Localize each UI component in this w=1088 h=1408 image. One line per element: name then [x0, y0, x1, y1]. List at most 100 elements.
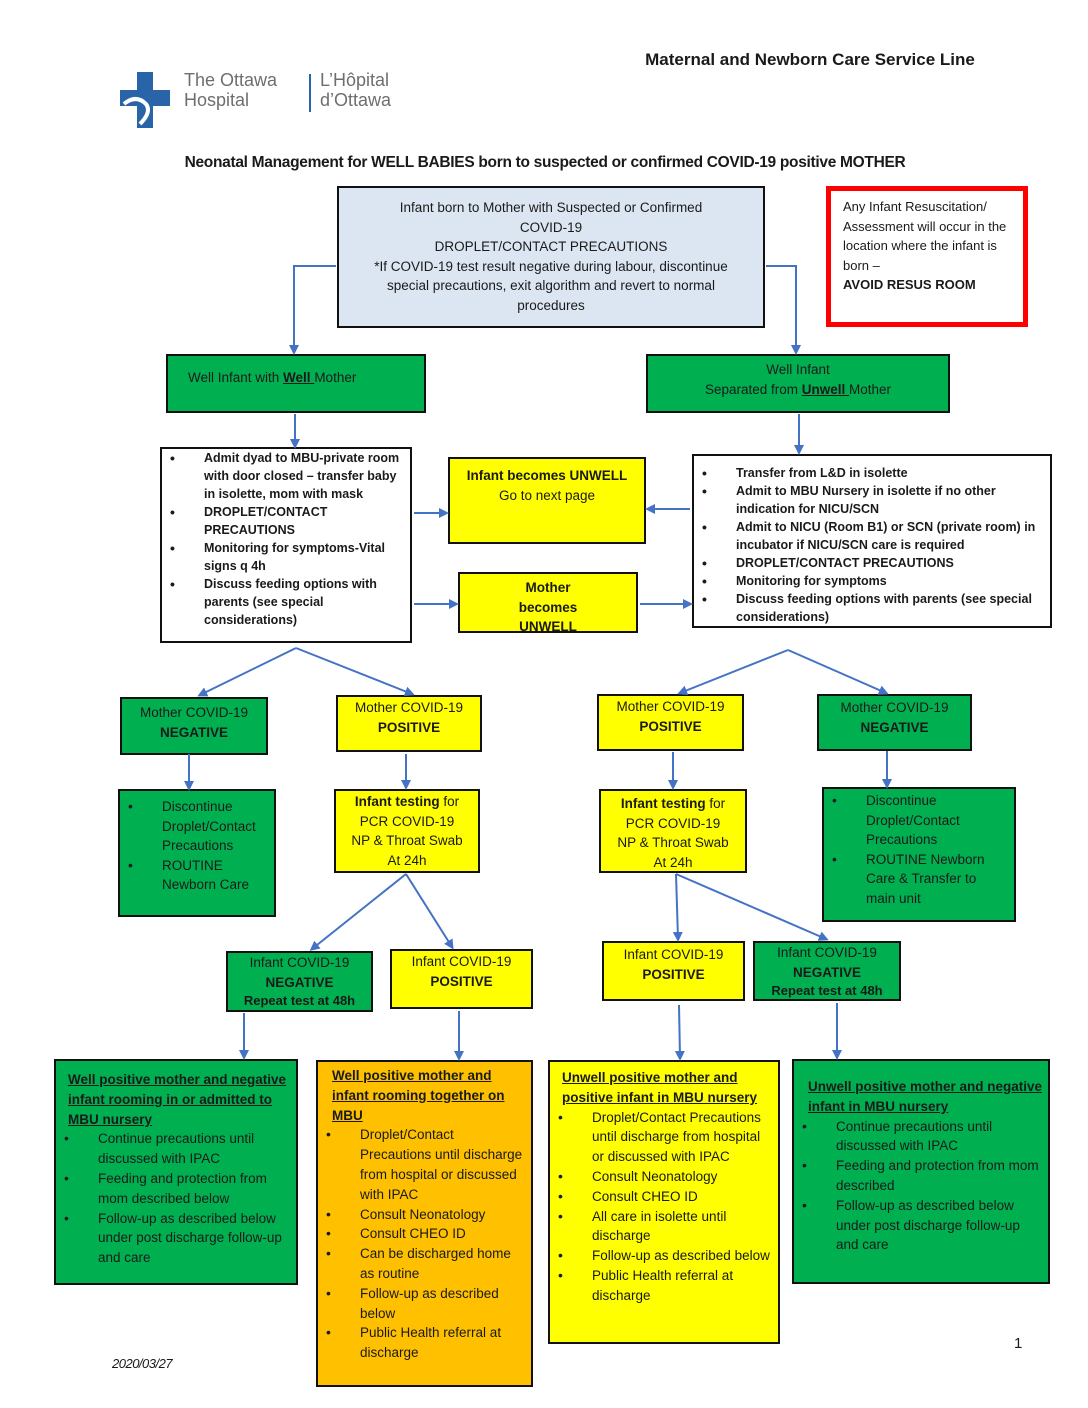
service-line-title: Maternal and Newborn Care Service Line	[645, 50, 975, 69]
infant-unwell-box: Infant becomes UNWELL Go to next page	[448, 457, 646, 544]
result-label: Mother COVID-19	[354, 700, 464, 715]
outcome-title: Well positive mother and negative infant…	[68, 1072, 287, 1127]
testing-line: PCR COVID-19	[359, 813, 455, 829]
repeat-test: Repeat test at 48h	[243, 993, 356, 1008]
left-negative-care-box: Discontinue Droplet/Contact Precautions …	[118, 789, 276, 917]
outcome-title: Unwell positive mother and negative infa…	[808, 1079, 1043, 1114]
resus-alert-box: Any Infant Resuscitation/ Assessment wil…	[826, 186, 1028, 327]
result-label: Infant COVID-19	[777, 945, 877, 960]
resus-alert-emphasis: AVOID RESUS ROOM	[843, 277, 976, 292]
testing-line: NP & Throat Swab	[617, 835, 729, 850]
result-label: Mother COVID-19	[139, 705, 249, 720]
unwell-mother-line1: Well Infant	[766, 362, 830, 377]
infant-unwell-next-page: Go to next page	[498, 487, 596, 503]
infant-unwell-title: Infant becomes UNWELL	[466, 468, 628, 483]
unwell-mother-action: Admit to MBU Nursery in isolette if no o…	[694, 482, 1042, 518]
arrow-start-to-unwell-mother	[766, 265, 801, 355]
resus-alert-text: Any Infant Resuscitation/ Assessment wil…	[843, 199, 1007, 273]
arrow-right-testing-to-infant-neg	[675, 873, 829, 941]
right-infant-negative-box: Infant COVID-19 NEGATIVE Repeat test at …	[753, 941, 901, 1001]
result-label: Infant COVID-19	[249, 955, 350, 970]
unwell-mother-actions: Transfer from L&D in isolette Admit to M…	[692, 454, 1052, 628]
testing-rest: for	[705, 796, 726, 811]
outcome-item: Consult Neonatology	[318, 1205, 527, 1225]
document-date: 2020/03/27	[112, 1356, 173, 1371]
unwell-mother-prefix: Separated from	[704, 381, 802, 397]
outcome-item: Continue precautions until discussed wit…	[794, 1117, 1044, 1157]
outcome-box-4: Unwell positive mother and negative infa…	[792, 1059, 1050, 1284]
arrow-infant-pos-to-outcome-3	[674, 1004, 685, 1061]
testing-rest: for	[439, 794, 460, 809]
arrow-right-testing-to-infant-pos	[672, 873, 683, 942]
result-label: Infant COVID-19	[623, 947, 724, 962]
page-title: Neonatal Management for WELL BABIES born…	[184, 154, 906, 171]
result-value: NEGATIVE	[792, 964, 861, 980]
right-infant-testing-box: Infant testing for PCR COVID-19 NP & Thr…	[599, 789, 747, 873]
logo-fr-line2: d’Ottawa	[320, 90, 392, 110]
left-mother-negative-box: Mother COVID-19 NEGATIVE	[120, 697, 268, 755]
logo-divider	[309, 74, 311, 112]
unwell-mother-action: Monitoring for symptoms	[694, 572, 1042, 590]
testing-line: At 24h	[653, 854, 693, 870]
outcome-item: Follow-up as described below under post …	[794, 1196, 1044, 1255]
arrow-right-split-negative	[787, 649, 889, 695]
unwell-mother-box: Well Infant Separated from Unwell Mother	[646, 354, 950, 413]
well-mother-action: DROPLET/CONTACT PRECAUTIONS	[162, 503, 404, 539]
unwell-mother-action: Transfer from L&D in isolette	[694, 464, 1042, 482]
care-item: ROUTINE Newborn Care	[120, 856, 268, 895]
right-mother-negative-box: Mother COVID-19 NEGATIVE	[817, 694, 972, 751]
well-mother-action: Monitoring for symptoms-Vital signs q 4h	[162, 539, 404, 575]
unwell-mother-suffix: Mother	[849, 381, 892, 397]
arrow-right-split-positive	[677, 649, 789, 696]
testing-line: PCR COVID-19	[625, 815, 721, 831]
mother-unwell-title: Mother becomes UNWELL	[518, 580, 578, 634]
result-label: Mother COVID-19	[840, 700, 949, 715]
arrow-left-testing-to-infant-neg	[309, 873, 407, 951]
outcome-item: Continue precautions until discussed wit…	[56, 1129, 290, 1169]
start-line3: DROPLET/CONTACT PRECAUTIONS	[434, 239, 668, 254]
outcome-item: Public Health referral at discharge	[318, 1323, 527, 1363]
unwell-mother-emphasis: Unwell	[801, 381, 850, 397]
testing-line: At 24h	[387, 852, 427, 868]
result-label: Infant COVID-19	[411, 954, 512, 969]
unwell-mother-action: DROPLET/CONTACT PRECAUTIONS	[694, 554, 1042, 572]
arrow-start-to-well-mother	[289, 265, 336, 355]
result-label: Mother COVID-19	[616, 699, 725, 714]
care-item: Discontinue Droplet/Contact Precautions	[824, 791, 1008, 850]
well-mother-emphasis: Well	[283, 370, 315, 385]
well-mother-actions: Admit dyad to MBU-private room with door…	[160, 447, 412, 643]
outcome-item: Feeding and protection from mom describe…	[794, 1156, 1044, 1196]
start-box: Infant born to Mother with Suspected or …	[337, 186, 765, 328]
well-mother-prefix: Well Infant with	[188, 370, 284, 385]
left-mother-positive-box: Mother COVID-19 POSITIVE	[336, 695, 482, 752]
start-line2: COVID-19	[519, 219, 583, 235]
outcome-box-2: Well positive mother and infant rooming …	[316, 1060, 533, 1387]
well-mother-action: Discuss feeding options with parents (se…	[162, 575, 404, 629]
testing-bold: Infant testing	[620, 796, 706, 811]
result-value: POSITIVE	[639, 718, 702, 734]
hospital-cross-logo-icon	[120, 72, 170, 128]
result-value: POSITIVE	[642, 966, 705, 982]
result-value: POSITIVE	[430, 973, 493, 989]
result-value: NEGATIVE	[159, 724, 228, 740]
right-infant-positive-box: Infant COVID-19 POSITIVE	[602, 941, 745, 1001]
right-negative-care-box: Discontinue Droplet/Contact Precautions …	[822, 787, 1016, 922]
logo-fr-line1: L’Hôpital	[320, 70, 390, 90]
left-infant-positive-box: Infant COVID-19 POSITIVE	[390, 949, 533, 1009]
left-infant-negative-box: Infant COVID-19 NEGATIVE Repeat test at …	[226, 951, 373, 1012]
outcome-item: All care in isolette until discharge	[550, 1207, 774, 1247]
arrow-left-split-negative	[197, 647, 297, 697]
right-mother-positive-box: Mother COVID-19 POSITIVE	[597, 694, 744, 751]
result-value: NEGATIVE	[860, 719, 929, 735]
arrow-left-testing-to-infant-pos	[405, 873, 454, 950]
logo-en-line1: The Ottawa	[184, 70, 278, 90]
left-infant-testing-box: Infant testing for PCR COVID-19 NP & Thr…	[334, 789, 480, 873]
testing-line: NP & Throat Swab	[351, 833, 463, 848]
outcome-title: Unwell positive mother and positive infa…	[562, 1070, 758, 1105]
care-item: Discontinue Droplet/Contact Precautions	[120, 797, 268, 856]
outcome-item: Public Health referral at discharge	[550, 1266, 774, 1306]
mother-unwell-box: Mother becomes UNWELL	[458, 572, 638, 634]
result-value: POSITIVE	[377, 719, 441, 735]
outcome-title: Well positive mother and infant rooming …	[332, 1068, 505, 1123]
page-number: 1	[1014, 1335, 1023, 1352]
